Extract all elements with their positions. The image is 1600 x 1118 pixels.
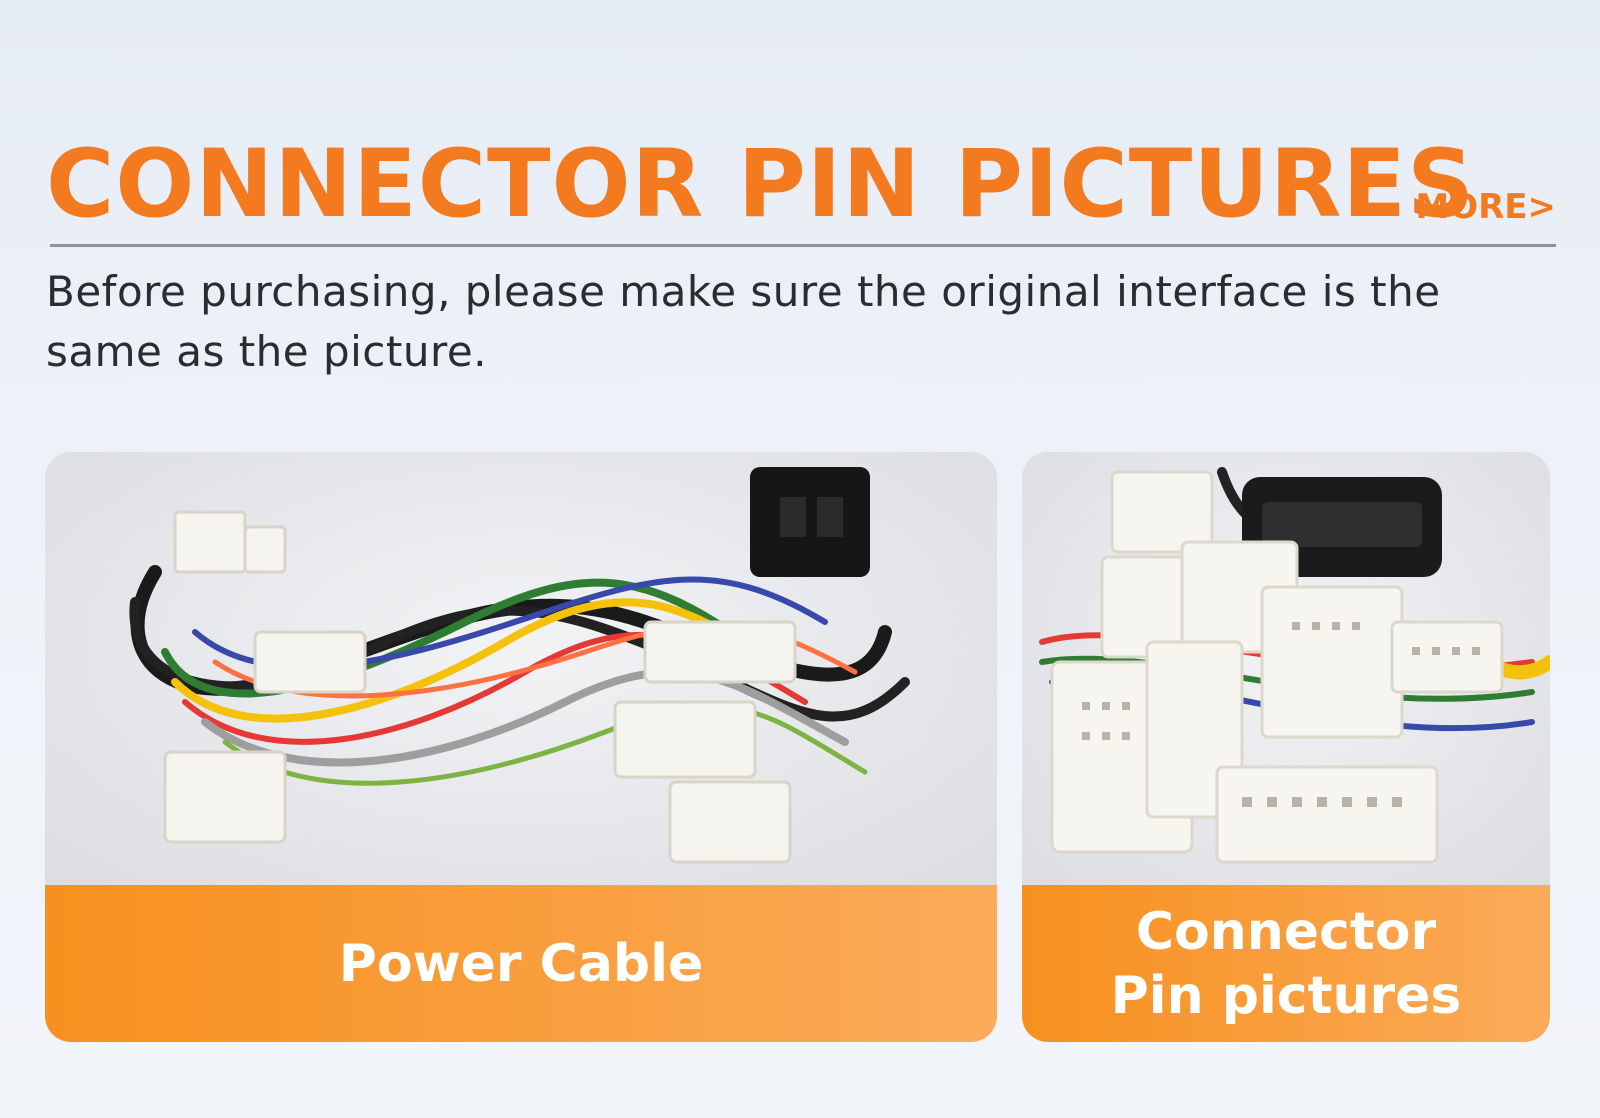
title-divider [50,244,1556,247]
card-caption: Connector Pin pictures [1111,900,1462,1028]
caption-bar: Connector Pin pictures [1022,885,1550,1042]
product-card-power-cable[interactable]: Power Cable [45,452,997,1042]
caption-bar: Power Cable [45,885,997,1042]
product-card-connector-pins[interactable]: Connector Pin pictures [1022,452,1550,1042]
more-link[interactable]: MORE> [1415,187,1556,227]
card-caption: Power Cable [338,933,704,994]
section-header: CONNECTOR PIN PICTURES MORE> [46,135,1556,245]
wire-harness-image [45,452,997,885]
card-caption-line2: Pin pictures [1110,965,1462,1026]
card-caption-line1: Connector [1135,901,1437,962]
page-title: CONNECTOR PIN PICTURES [46,130,1476,239]
description-text: Before purchasing, please make sure the … [46,267,1441,376]
connector-pins-image [1022,452,1550,885]
